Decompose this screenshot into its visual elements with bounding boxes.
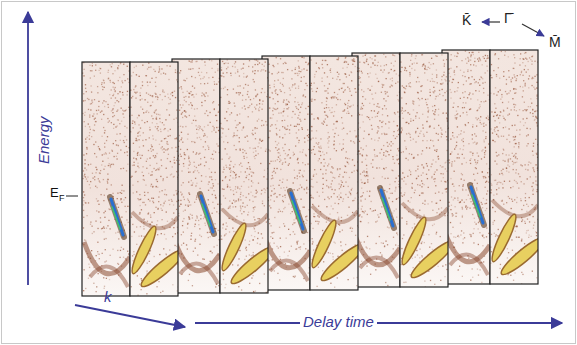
- spectrum-pair: [352, 53, 458, 288]
- panel-border: [400, 53, 448, 287]
- spectrum-pair: [82, 62, 188, 296]
- panel-border: [490, 50, 538, 284]
- panel-border: [262, 56, 310, 290]
- delay-axis: [195, 322, 562, 324]
- panel-border: [442, 50, 490, 284]
- spectrum-k-panel: [442, 50, 490, 284]
- k-point-label: Γ̄: [504, 11, 512, 26]
- panel-border: [82, 62, 130, 296]
- spectrum-m-panel: [400, 53, 448, 287]
- panel-border: [352, 53, 400, 287]
- k-point-label: M̄: [549, 35, 561, 50]
- axis-label: k: [104, 289, 112, 306]
- spectrum-m-panel: [490, 50, 538, 284]
- energy-axis: [27, 12, 29, 285]
- spectrum-pair: [262, 56, 368, 291]
- panel-border: [310, 56, 358, 290]
- panel-border: [130, 62, 178, 296]
- spectrum-pair: [172, 59, 278, 293]
- spectrum-k-panel: [172, 59, 220, 293]
- axis-label: Delay time: [300, 314, 377, 331]
- spectrum-k-panel: [82, 62, 130, 296]
- direction-arrow: [522, 24, 544, 36]
- spectrum-m-panel: [310, 56, 358, 290]
- k-axis: [75, 305, 185, 327]
- fermi-tick: [66, 196, 78, 197]
- spectrum-pair: [442, 50, 548, 285]
- k-point-label: K̄: [462, 13, 471, 28]
- fermi-subscript: F: [59, 194, 65, 204]
- spectra-stack: [82, 50, 548, 296]
- axis-label: Energy: [36, 116, 53, 164]
- spectrum-k-panel: [352, 53, 400, 287]
- fermi-level-label: E: [50, 186, 59, 200]
- panel-border: [172, 59, 220, 293]
- spectrum-m-panel: [220, 59, 268, 293]
- panel-border: [220, 59, 268, 293]
- spectrum-m-panel: [130, 62, 178, 296]
- spectrum-k-panel: [262, 56, 310, 290]
- direction-arrow: [482, 21, 500, 22]
